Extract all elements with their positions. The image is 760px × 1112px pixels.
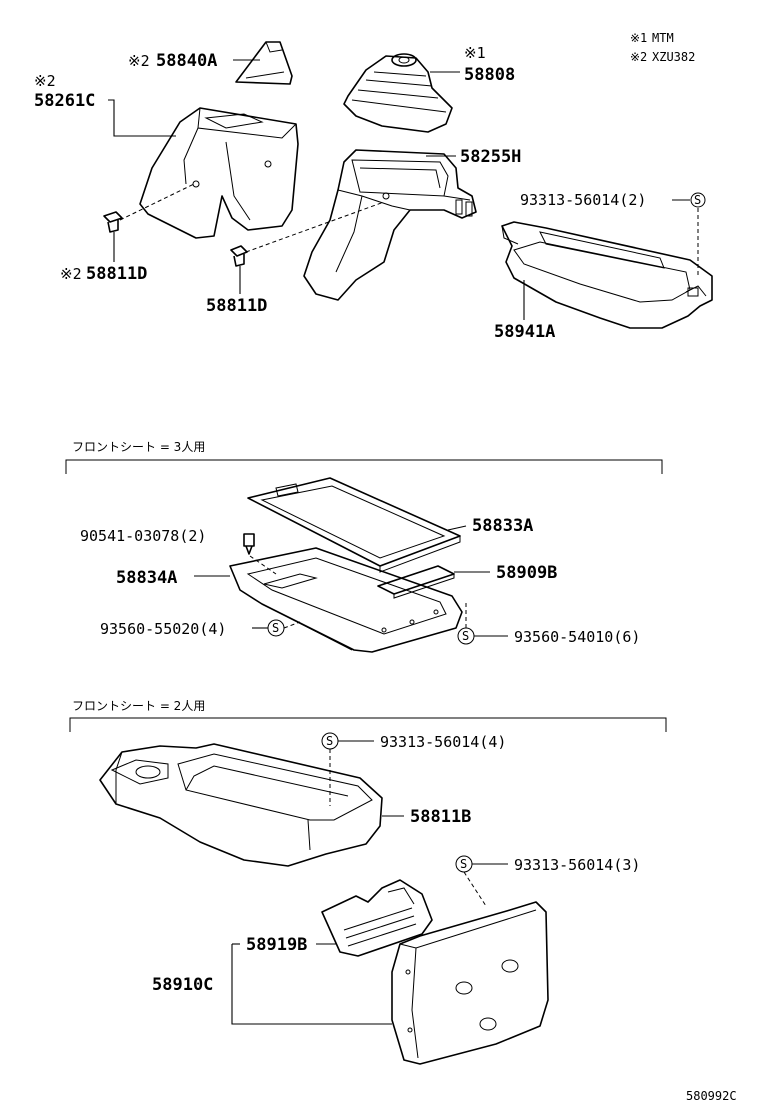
dash-93560-55020 [283, 621, 301, 629]
s-symbol-93313-2-text: S [694, 193, 701, 207]
note-xzu382: XZU382 [652, 50, 695, 64]
label-93313-3: 93313-56014(3) [514, 856, 640, 874]
leader-58910C [231, 944, 392, 1025]
label-58834A: 58834A [116, 568, 177, 588]
label-58811B: 58811B [410, 807, 471, 827]
label-58833A: 58833A [472, 516, 533, 536]
screw-90541 [243, 533, 277, 575]
label-58811D-b: 58811D [206, 296, 267, 316]
section-three-seat-title: フロントシート = 3人用 [72, 440, 205, 454]
section-three-seat-bracket [65, 459, 663, 474]
label-58255H: 58255H [460, 147, 521, 167]
label-93560-55020: 93560-55020(4) [100, 620, 226, 638]
leader-58261C [108, 99, 176, 137]
note-mark-1: ※1 [630, 31, 647, 45]
screw-58811D-right [230, 201, 385, 267]
s-symbol-93313-2 [690, 192, 706, 208]
part-58909B-drawing [377, 565, 455, 599]
s-symbol-93313-4-text: S [326, 734, 333, 748]
screw-58811D-left [103, 183, 195, 233]
label-58840A-mark: ※2 [128, 52, 150, 70]
part-58919B-drawing [321, 879, 433, 957]
label-58910C: 58910C [152, 975, 213, 995]
part-58808-drawing [343, 53, 453, 133]
section-two-seat-bracket [69, 717, 667, 732]
note-mark-2: ※2 [630, 50, 647, 64]
label-58811D-a: 58811D [86, 264, 147, 284]
label-58909B: 58909B [496, 563, 557, 583]
s-symbol-93560-54010-text: S [462, 629, 469, 643]
label-93313-4: 93313-56014(4) [380, 733, 506, 751]
part-58941A-drawing [501, 221, 713, 329]
part-58840A-drawing [235, 41, 293, 85]
label-58261C: 58261C [34, 91, 95, 111]
part-58811B-drawing [99, 743, 383, 867]
label-58808: 58808 [464, 65, 515, 85]
label-58840A: 58840A [156, 51, 217, 71]
label-90541: 90541-03078(2) [80, 527, 206, 545]
label-93313-2: 93313-56014(2) [520, 191, 646, 209]
leader-58833A [447, 525, 467, 531]
label-58808-mark: ※1 [464, 44, 486, 62]
dash-93313-3 [463, 871, 487, 907]
s-symbol-93313-3-text: S [460, 857, 467, 871]
label-58919B: 58919B [246, 935, 307, 955]
part-58834A-drawing [229, 547, 463, 653]
label-93560-54010: 93560-54010(6) [514, 628, 640, 646]
part-58833A-drawing [247, 477, 461, 573]
part-58255H-drawing [303, 149, 477, 301]
label-58811D-a-mark: ※2 [60, 265, 82, 283]
part-58261C-drawing [139, 107, 299, 239]
part-58910C-drawing [391, 901, 549, 1065]
label-58941A: 58941A [494, 322, 555, 342]
section-two-seat-title: フロントシート = 2人用 [72, 699, 205, 713]
s-symbol-93560-55020-text: S [272, 621, 279, 635]
note-legend: ※1 MTM ※2 XZU382 [630, 31, 695, 64]
figure-code: 580992C [686, 1089, 737, 1103]
label-58261C-mark: ※2 [34, 72, 56, 90]
note-mtm: MTM [652, 31, 674, 45]
